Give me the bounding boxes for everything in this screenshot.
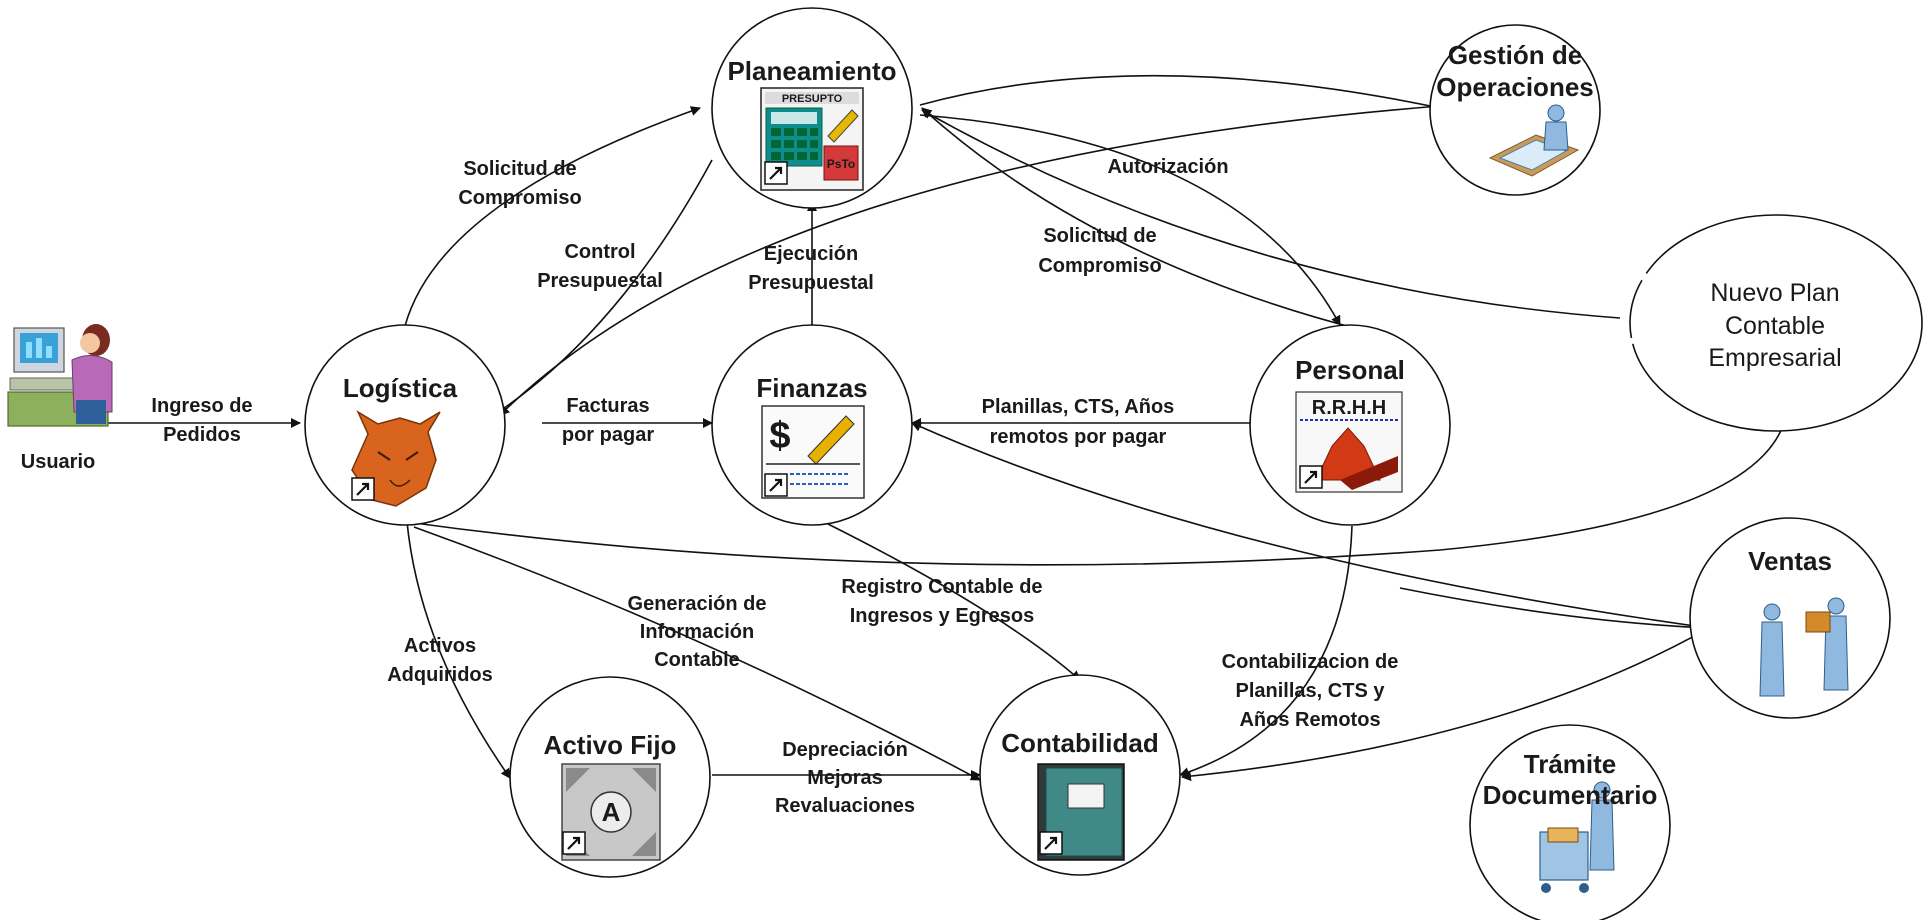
worker-at-desk-icon <box>1488 104 1580 177</box>
document-cart-icon <box>1539 781 1615 893</box>
node-title-finanzas: Finanzas <box>756 373 867 403</box>
edge-label-autorizacion: Autorización <box>1107 156 1228 178</box>
edge-label-ejecucion-l2: Presupuestal <box>748 272 874 294</box>
node-title-nuevoplan-line3: Empresarial <box>1708 344 1841 372</box>
presupuesto-icon-badge: PsTo <box>827 157 855 171</box>
fixed-asset-icon: A <box>561 763 661 861</box>
fox-logo-icon <box>351 410 441 507</box>
edge-planeamiento-personal <box>919 114 1341 326</box>
edge-logistica-nuevoplan <box>406 419 1786 566</box>
ledger-book-icon <box>1037 763 1125 861</box>
node-title-personal: Personal <box>1295 355 1405 385</box>
edge-gestion-logistica <box>499 105 1441 416</box>
node-title-activo-fijo: Activo Fijo <box>544 730 677 760</box>
node-tramite-documentario: Trámite Documentario <box>1469 724 1671 920</box>
node-logistica: Logística <box>304 324 506 526</box>
edge-label-ingreso-l1: Ingreso de <box>151 395 252 417</box>
edge-label-contabilizacion-l1: Contabilizacion de <box>1222 651 1399 673</box>
node-activo-fijo: Activo Fijo A <box>509 676 711 878</box>
edge-label-depreciacion-l1: Depreciación <box>782 739 908 761</box>
user-at-computer-icon <box>7 324 113 427</box>
node-nuevo-plan-contable: Nuevo Plan Contable Empresarial <box>1629 214 1923 432</box>
edge-personal-planeamiento <box>921 107 1363 331</box>
edge-label-control-l2: Presupuestal <box>537 270 663 292</box>
rrhh-icon: R.R.H.H <box>1295 391 1403 493</box>
finanzas-dollar-symbol: $ <box>769 415 790 457</box>
edge-planeamiento-logistica <box>496 159 713 414</box>
node-title-nuevoplan-line2: Contable <box>1725 312 1825 340</box>
edge-finanzas-ventas <box>911 422 1710 629</box>
edge-label-registro-l1: Registro Contable de <box>841 576 1042 598</box>
edge-label-contabilizacion-l3: Años Remotos <box>1239 709 1380 731</box>
node-ventas: Ventas <box>1689 517 1891 719</box>
edge-logistica-contabilidad <box>413 526 981 781</box>
edge-label-depreciacion-l3: Revaluaciones <box>775 795 915 817</box>
edge-label-generacion-l2: Información <box>640 621 754 643</box>
edge-label-generacion-l3: Contable <box>654 649 740 671</box>
edge-label-ejecucion-l1: Ejecución <box>764 243 858 265</box>
node-title-tramite-line1: Trámite <box>1524 749 1617 779</box>
edge-label-control-l1: Control <box>564 241 635 263</box>
edge-label-facturas-l1: Facturas <box>566 395 649 417</box>
edge-label-contabilizacion-l2: Planillas, CTS y <box>1236 680 1386 702</box>
edges <box>108 74 1786 782</box>
edge-label-planillas-l1: Planillas, CTS, Años <box>982 396 1175 418</box>
edge-label-registro-l2: Ingresos y Egresos <box>850 605 1035 627</box>
edge-label-solicitud1-l2: Compromiso <box>458 187 581 209</box>
node-label-usuario: Usuario <box>21 451 95 473</box>
node-title-contabilidad: Contabilidad <box>1001 728 1158 758</box>
edge-nuevoplan-planeamiento <box>921 109 1621 319</box>
edge-label-solicitud2-l2: Compromiso <box>1038 255 1161 277</box>
edge-finanzas-ventas-end <box>1399 587 1710 633</box>
node-planeamiento: Planeamiento PRESUPTO PsTo <box>711 7 913 209</box>
node-title-gestion-line1: Gestión de <box>1448 40 1582 70</box>
node-finanzas: Finanzas $ <box>711 324 913 526</box>
edge-label-ingreso-l2: Pedidos <box>163 424 241 446</box>
node-title-nuevoplan-line1: Nuevo Plan <box>1710 279 1839 307</box>
edge-label-activos-l1: Activos <box>404 635 476 657</box>
rrhh-icon-title: R.R.H.H <box>1312 397 1386 419</box>
finance-document-icon: $ <box>761 405 865 499</box>
edge-finanzas-contabilidad <box>825 522 1081 681</box>
presupuesto-icon-title: PRESUPTO <box>782 93 843 105</box>
node-usuario: Usuario <box>7 324 113 473</box>
edge-label-solicitud1-l1: Solicitud de <box>463 158 576 180</box>
edge-label-solicitud2-l1: Solicitud de <box>1043 225 1156 247</box>
presupuesto-icon: PRESUPTO PsTo <box>760 87 864 191</box>
activo-icon-letter: A <box>602 797 621 827</box>
node-title-gestion-line2: Operaciones <box>1436 72 1594 102</box>
node-title-planeamiento: Planeamiento <box>727 56 896 86</box>
node-title-logistica: Logística <box>343 373 458 403</box>
handshake-delivery-icon <box>1759 597 1849 697</box>
edge-label-depreciacion-l2: Mejoras <box>807 767 883 789</box>
edge-logistica-activofijo <box>406 521 511 779</box>
edge-label-facturas-l2: por pagar <box>562 424 654 446</box>
node-contabilidad: Contabilidad <box>979 674 1181 876</box>
edge-planeamiento-gestion <box>919 74 1441 112</box>
edge-label-planillas-l2: remotos por pagar <box>990 426 1167 448</box>
node-title-tramite-line2: Documentario <box>1483 780 1658 810</box>
edge-personal-contabilidad <box>1179 525 1353 777</box>
edge-ventas-contabilidad <box>1181 627 1710 782</box>
edge-label-generacion-l1: Generación de <box>628 593 767 615</box>
edge-logistica-planeamiento <box>404 106 701 327</box>
edge-label-activos-l2: Adquiridos <box>387 664 493 686</box>
edge-labels: Ingreso de Pedidos Solicitud de Compromi… <box>151 156 1398 817</box>
node-gestion-operaciones: Gestión de Operaciones <box>1429 24 1601 196</box>
node-title-ventas: Ventas <box>1748 546 1832 576</box>
node-personal: Personal R.R.H.H <box>1249 324 1451 526</box>
